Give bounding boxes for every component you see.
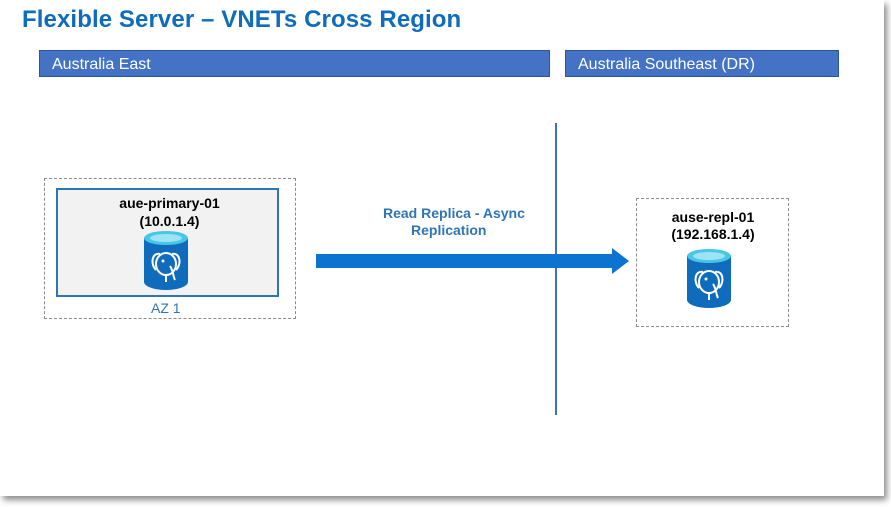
replication-arrow xyxy=(316,248,629,274)
replica-server-ip: (192.168.1.4) xyxy=(671,226,755,242)
diagram-slide: Flexible Server – VNETs Cross Region Aus… xyxy=(22,6,839,415)
primary-server-name: aue-primary-01 xyxy=(119,195,220,211)
primary-region-boundary xyxy=(44,178,296,319)
availability-zone-label: AZ 1 xyxy=(151,300,181,316)
postgresql-database-icon xyxy=(687,249,731,308)
replica-server-boundary xyxy=(636,198,789,327)
replication-label-line2: Replication xyxy=(411,222,487,238)
replica-server-name: ause-repl-01 xyxy=(671,209,755,225)
region-divider xyxy=(555,123,557,415)
replication-label-line1: Read Replica - Async xyxy=(383,205,525,221)
primary-server-ip: (10.0.1.4) xyxy=(139,213,200,229)
postgresql-database-icon xyxy=(144,231,188,290)
region-australia-southeast: Australia Southeast (DR) xyxy=(565,50,839,77)
region-australia-east: Australia East xyxy=(39,50,550,77)
diagram-title: Flexible Server – VNETs Cross Region xyxy=(22,6,462,33)
